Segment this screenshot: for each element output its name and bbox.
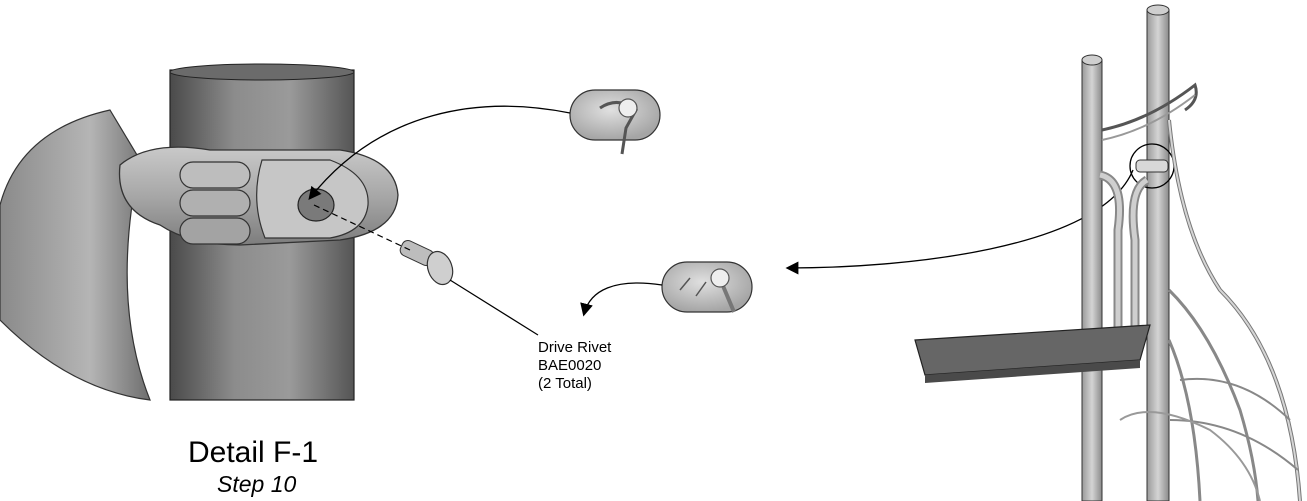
detail-f1-drawing [0,63,539,401]
drive-rivet-part [399,240,454,286]
arrow-from-structure [785,169,1134,275]
arrow-middle [580,282,663,317]
step-label: Step 10 [217,471,297,497]
arrow-top [308,105,571,201]
play-structure-drawing [914,4,1302,501]
part-quantity-label: (2 Total) [538,375,592,392]
hand-bubble-middle [661,261,753,313]
drive-rivet-callout: Drive Rivet BAE0020 (2 Total) [538,339,611,393]
slide-panel-shape [0,109,151,401]
part-number-label: BAE0020 [538,357,602,374]
detail-title: Detail F-1 [188,436,319,469]
hand-bubble-top [569,89,661,155]
part-name-label: Drive Rivet [538,339,612,356]
